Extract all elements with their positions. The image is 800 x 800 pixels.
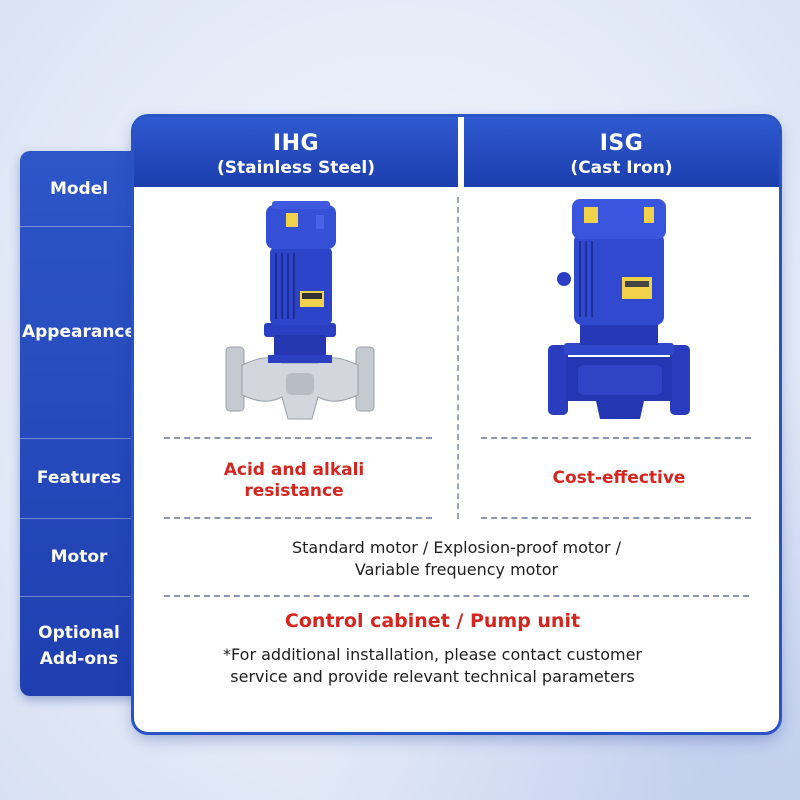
label-model: Model [49, 178, 109, 199]
label-optional-line2: Add-ons [39, 649, 119, 669]
addons-main: Control cabinet / Pump unit [284, 610, 581, 632]
row-divider [164, 517, 432, 519]
motor-options: Standard motor / Explosion-proof motor /… [134, 537, 779, 581]
row-divider [481, 517, 751, 519]
header-isg: ISG (Cast Iron) [464, 117, 779, 187]
ihg-feature: Acid and alkali resistance [194, 460, 394, 502]
header-ihg: IHG (Stainless Steel) [134, 117, 458, 187]
isg-pump-image [548, 199, 690, 419]
isg-model-name: ISG [599, 131, 644, 156]
label-divider [20, 438, 138, 439]
motor-line1: Standard motor / Explosion-proof motor / [291, 538, 622, 557]
ihg-feature-line2: resistance [244, 481, 344, 501]
label-optional-addons: Optional Add-ons [20, 596, 138, 696]
addons-note-line1: *For additional installation, please con… [223, 645, 642, 664]
label-divider [20, 596, 138, 597]
ihg-material: (Stainless Steel) [216, 158, 376, 178]
row-divider [481, 437, 751, 439]
label-optional-line1: Optional [38, 623, 120, 643]
column-divider [457, 197, 459, 519]
row-divider [164, 437, 432, 439]
label-features: Features [36, 468, 122, 488]
label-divider [20, 518, 138, 519]
ihg-feature-line1: Acid and alkali [223, 460, 365, 480]
label-motor: Motor [50, 547, 108, 567]
row-label-column: Model Appearance Features Motor Optional… [20, 151, 138, 696]
ihg-pump-image [225, 201, 375, 420]
isg-material: (Cast Iron) [570, 158, 673, 178]
addons-note-line2: service and provide relevant technical p… [230, 667, 635, 686]
motor-line2: Variable frequency motor [354, 560, 559, 579]
comparison-card: IHG (Stainless Steel) ISG (Cast Iron) [134, 117, 779, 732]
row-divider [164, 595, 749, 597]
addons-note: *For additional installation, please con… [134, 644, 731, 688]
ihg-model-name: IHG [272, 131, 320, 156]
label-appearance: Appearance [21, 322, 137, 342]
label-divider [20, 226, 138, 227]
isg-feature: Cost-effective [552, 468, 686, 488]
